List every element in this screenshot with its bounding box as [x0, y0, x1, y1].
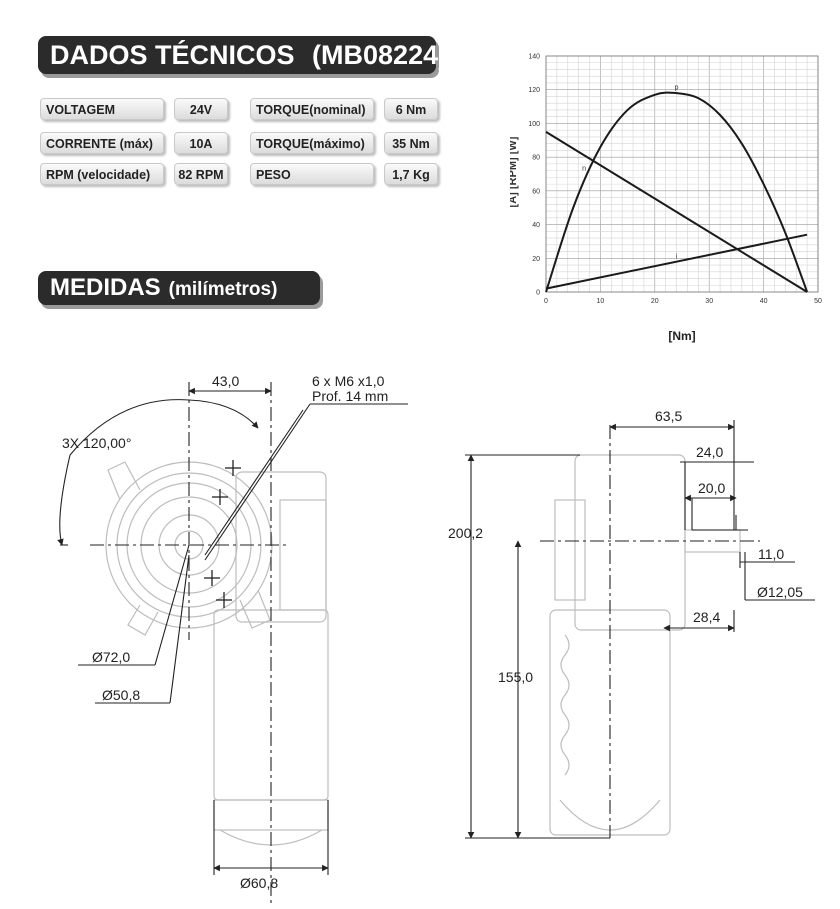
x-axis-label: [Nm]	[668, 329, 695, 343]
side-view-drawing	[549, 454, 741, 836]
dim-200: 200,2	[448, 525, 483, 541]
y-tick-label: 80	[532, 155, 540, 162]
x-tick-label: 50	[814, 298, 822, 305]
dim-d72: Ø72,0	[92, 649, 130, 665]
dim-155: 155,0	[498, 669, 533, 685]
dim-d50: Ø50,8	[102, 687, 140, 703]
spec-label-current: CORRENTE (máx)	[40, 132, 164, 154]
spec-label-torque-nominal: TORQUE(nominal)	[250, 98, 374, 120]
x-tick-label: 0	[544, 298, 548, 305]
y-tick-label: 40	[532, 222, 540, 229]
dim-28: 28,4	[693, 609, 720, 625]
x-tick-label: 40	[760, 298, 768, 305]
performance-chart: 0 10 20 30 40 50 0 20 40 60 80 100 120 140 p n i [A] [R…	[510, 54, 822, 344]
measures-banner: MEDIDAS (milímetros)	[38, 271, 320, 305]
y-tick-label: 100	[528, 121, 540, 128]
front-view-drawing	[105, 461, 329, 846]
x-tick-label: 10	[597, 298, 605, 305]
y-tick-label: 0	[536, 290, 540, 297]
chart-ticks: 0 10 20 30 40 50 0 20 40 60 80 100 120 140	[528, 54, 822, 306]
technical-data-title: DADOS TÉCNICOS	[50, 40, 295, 70]
x-tick-label: 30	[705, 298, 713, 305]
dim-depth: Prof. 14 mm	[312, 388, 388, 404]
spec-label-torque-max: TORQUE(máximo)	[250, 132, 374, 154]
y-tick-label: 140	[528, 54, 540, 61]
series-i-line	[545, 233, 808, 290]
dim-63: 63,5	[655, 408, 682, 424]
side-view-lines	[465, 420, 815, 839]
chart-grid	[545, 55, 819, 293]
dim-24: 24,0	[696, 444, 723, 460]
series-n-line	[545, 131, 808, 293]
spec-label-voltage: VOLTAGEM	[40, 98, 164, 120]
series-label-i: i	[676, 253, 678, 260]
spec-value-weight: 1,7 Kg	[384, 163, 438, 185]
spec-value-voltage: 24V	[174, 98, 228, 120]
y-tick-label: 60	[532, 188, 540, 195]
dim-angle: 3X 120,00°	[62, 435, 131, 451]
series-p-line	[545, 91, 809, 293]
technical-data-banner: DADOS TÉCNICOS (MB08224)	[38, 36, 447, 74]
spec-value-torque-nominal: 6 Nm	[384, 98, 438, 120]
y-tick-label: 120	[528, 87, 540, 94]
dim-20: 20,0	[698, 480, 725, 496]
spec-value-rpm: 82 RPM	[174, 163, 228, 185]
front-view-lines	[57, 382, 408, 905]
dim-43: 43,0	[212, 373, 239, 389]
model-code: (MB08224)	[312, 40, 448, 70]
dim-d60: Ø60,8	[240, 875, 278, 891]
spec-label-weight: PESO	[250, 163, 374, 185]
dim-11: 11,0	[758, 546, 784, 562]
x-tick-label: 20	[651, 298, 659, 305]
dim-holes: 6 x M6 x1,0	[312, 373, 385, 389]
spec-value-current: 10A	[174, 132, 228, 154]
spec-value-torque-max: 35 Nm	[384, 132, 438, 154]
measures-title: MEDIDAS	[50, 274, 161, 301]
plot-frame	[545, 55, 819, 293]
spec-label-rpm: RPM (velocidade)	[40, 163, 164, 185]
series-label-p: p	[675, 85, 679, 92]
chart-series: p n i	[545, 85, 809, 293]
dim-d12: Ø12,05	[757, 584, 803, 600]
measures-subtitle: (milímetros)	[168, 279, 278, 300]
series-label-n: n	[582, 166, 586, 173]
y-axis-label: [A] [RPM] [W]	[510, 136, 519, 207]
y-tick-label: 20	[532, 256, 540, 263]
